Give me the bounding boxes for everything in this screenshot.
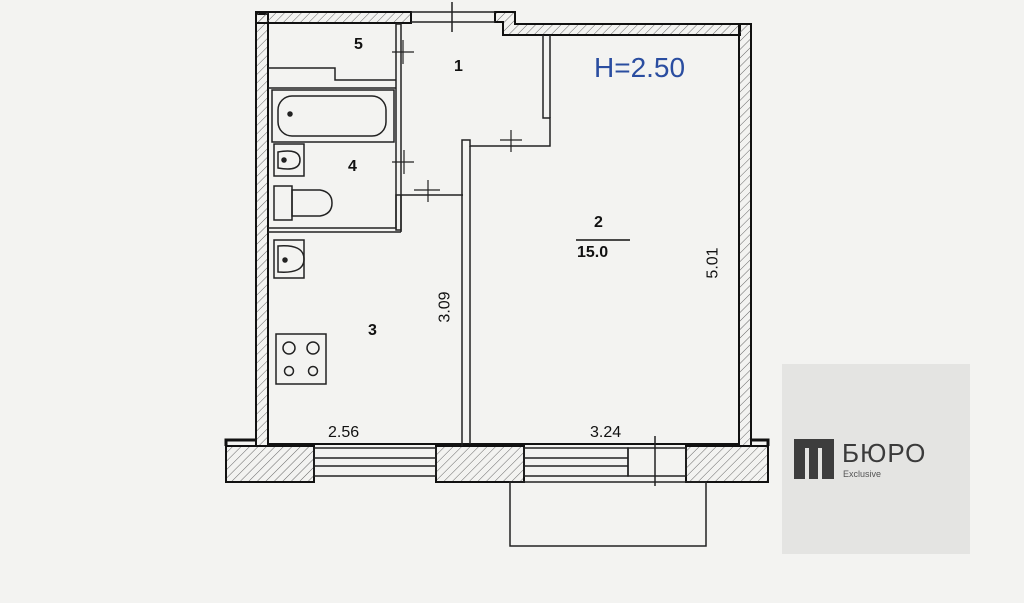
agency-tagline: Exclusive [843,469,882,479]
agency-watermark: БЮРО Exclusive [782,364,970,554]
kitchen-width-dimension: 2.56 [328,424,360,441]
room-width-dimension: 3.24 [590,424,622,441]
wall-outline [224,438,770,446]
room-4-label: 4 [348,158,357,175]
room-5-label: 5 [354,36,363,53]
windows [313,436,687,486]
bathtub [271,89,395,143]
stove [275,333,327,385]
room-1-label: 1 [454,58,463,75]
door-marks [392,40,522,202]
entrance-door [411,2,495,32]
room-2-label: 2 [594,214,603,231]
room-3-label: 3 [368,322,377,339]
exterior-walls [225,11,769,483]
room-length-dimension: 5.01 [704,247,722,279]
toilet [273,185,333,221]
kitchen-length-dimension: 3.09 [436,291,454,323]
kitchen-sink [273,239,305,279]
agency-logo-icon [794,439,834,479]
balcony [509,481,707,547]
bathroom-sink [273,143,305,177]
ceiling-height-label: H=2.50 [594,52,686,83]
agency-name: БЮРО [842,438,927,468]
room-2-area: 15.0 [577,244,609,261]
interior-walls [268,23,551,446]
